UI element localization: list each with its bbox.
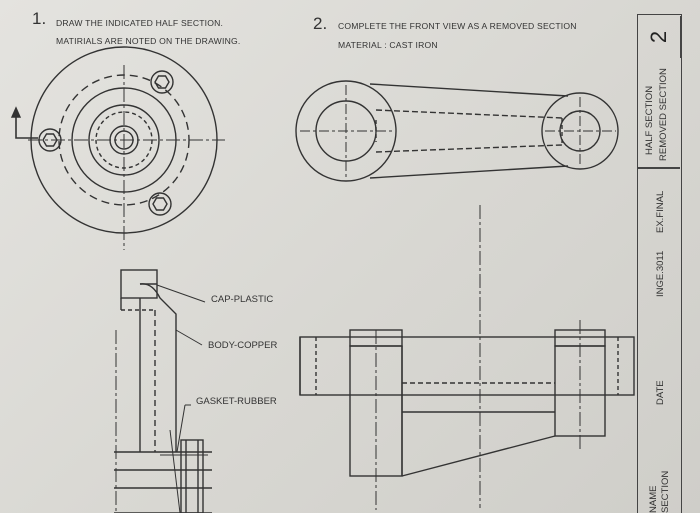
problem2-instruction-1: COMPLETE THE FRONT VIEW AS A REMOVED SEC…	[338, 21, 577, 31]
callout-gasket: GASKET-RUBBER	[196, 396, 277, 407]
title-block: 2 HALF SECTION REMOVED SECTION EX.FINAL …	[637, 14, 682, 513]
topic-line-1: HALF SECTION	[644, 85, 655, 155]
flange-top-view	[10, 46, 225, 250]
date-label: DATE	[655, 380, 666, 405]
topic-line-2: REMOVED SECTION	[658, 68, 669, 161]
problem1-number: 1.	[32, 9, 47, 28]
problem2-number: 2.	[313, 14, 328, 33]
sheet-number: 2	[637, 16, 681, 58]
problem1-instruction-1: DRAW THE INDICATED HALF SECTION.	[56, 18, 224, 28]
section-label: SECTION	[660, 470, 671, 513]
title-block-divider	[638, 167, 680, 169]
name-label: NAME	[648, 485, 659, 513]
problem2-instruction-2: MATERIAL : CAST IRON	[338, 40, 438, 50]
exam-label: EX.FINAL	[655, 190, 666, 233]
course-code: INGE.3011	[655, 250, 666, 297]
callout-body: BODY-COPPER	[208, 340, 278, 351]
flange-front-view	[114, 269, 212, 513]
link-top-view	[295, 80, 619, 508]
callout-cap: CAP-PLASTIC	[211, 294, 274, 305]
problem1-instruction-2: MATIRIALS ARE NOTED ON THE DRAWING.	[56, 36, 241, 46]
link-front-view	[299, 320, 635, 510]
